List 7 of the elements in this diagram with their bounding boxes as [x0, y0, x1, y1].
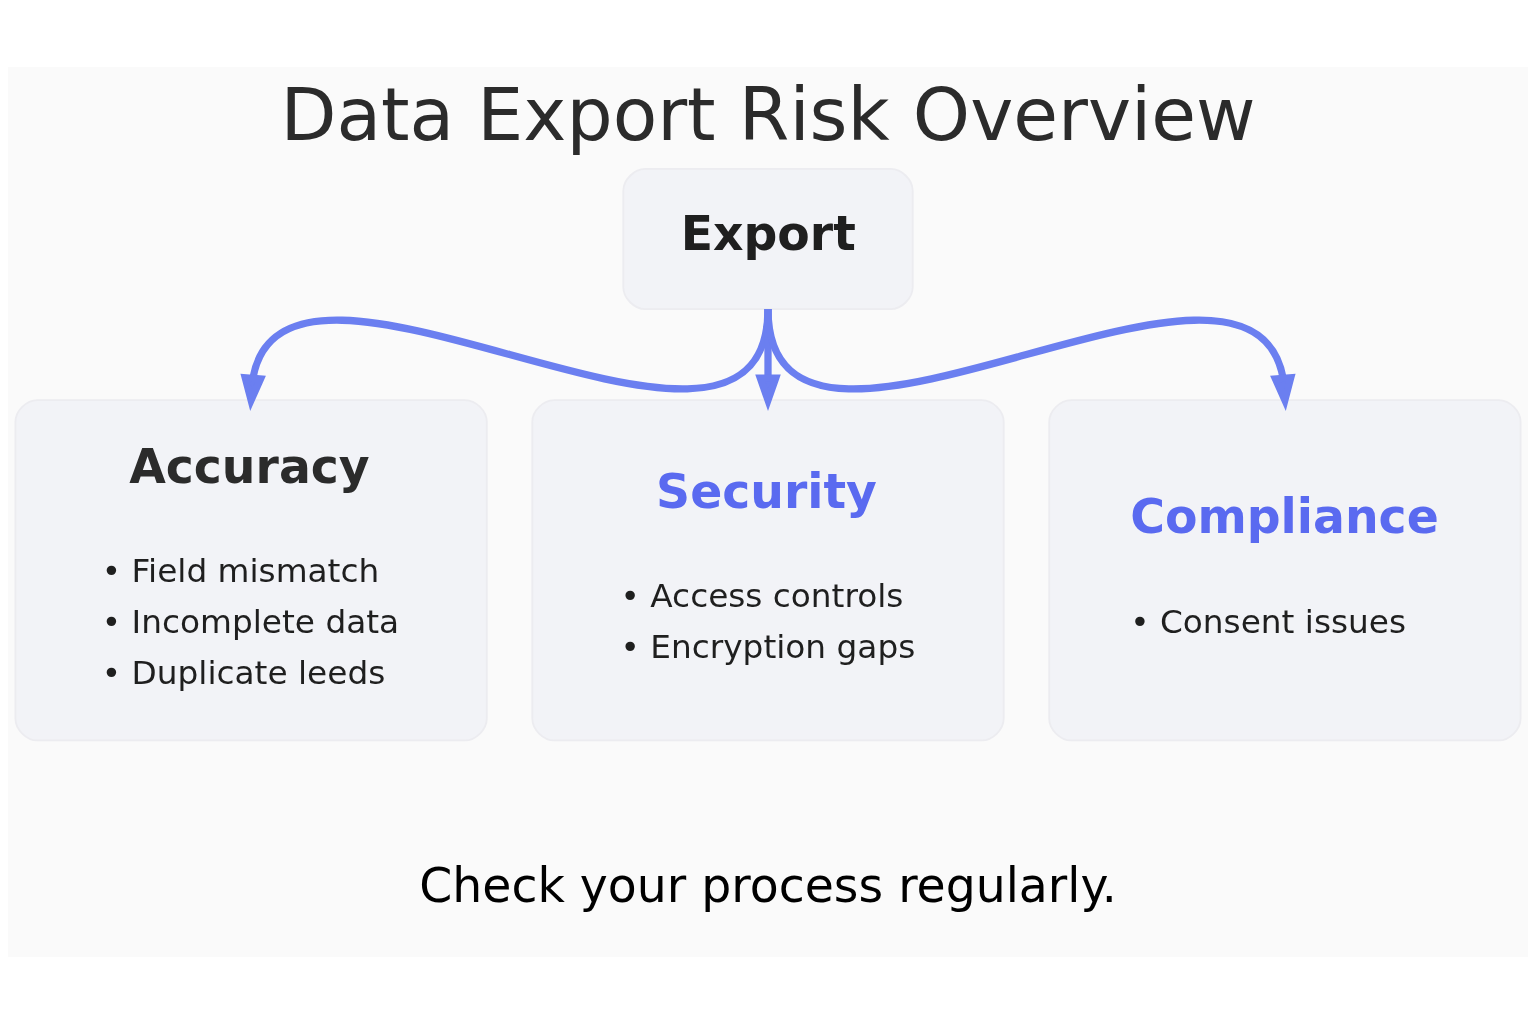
caption: Check your process regularly. — [419, 858, 1117, 914]
node-box: Security • Access controls • Encryption gaps — [531, 399, 1005, 742]
arrow — [764, 308, 1296, 412]
node-box: Compliance • Consent issues — [1048, 399, 1522, 742]
node-box: Export — [622, 168, 914, 310]
node-box: Accuracy • Field mismatch • Incomplete data • Duplicate leeds — [14, 399, 488, 742]
diagram-title: Data Export Risk Overview — [280, 71, 1256, 157]
